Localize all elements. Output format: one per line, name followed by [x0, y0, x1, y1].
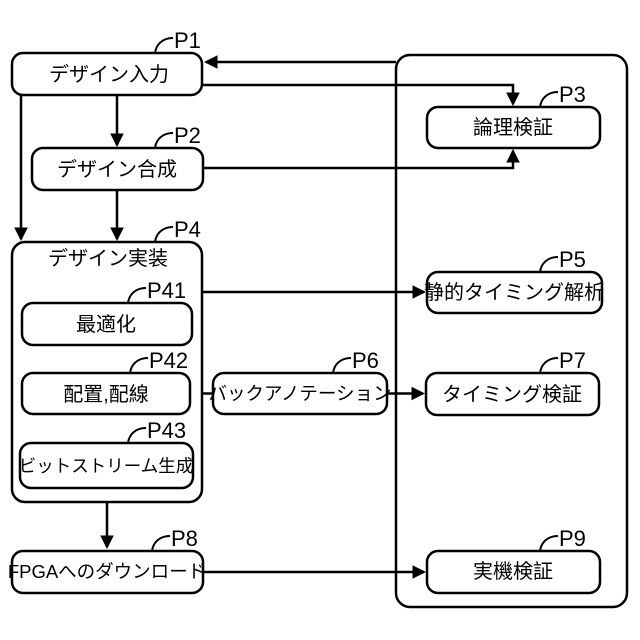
node-p1-label: デザイン入力: [49, 63, 169, 86]
ref-p3: P3: [539, 82, 586, 108]
ref-p3-text: P3: [559, 82, 586, 107]
ref-p4-text: P4: [174, 217, 201, 242]
ref-p5-leader: [539, 256, 559, 273]
ref-p41-text: P41: [147, 278, 186, 303]
ref-p7: P7: [539, 348, 586, 374]
node-p7-label: タイミング検証: [442, 383, 582, 406]
node-p3-box: [425, 105, 602, 150]
node-p9: 実機検証: [425, 549, 602, 595]
node-p1-box: [10, 51, 204, 97]
ref-p1-text: P1: [174, 28, 201, 53]
node-p6-label: バックアノテーション: [209, 383, 392, 404]
node-p9-label: 実機検証: [473, 560, 553, 583]
node-p8-box: [10, 549, 205, 595]
node-p2: デザイン合成: [30, 146, 205, 192]
node-p8-label: FPGAへのダウンロード: [8, 561, 206, 582]
ref-p42-text: P42: [149, 348, 188, 373]
ref-p6-text: P6: [352, 348, 379, 373]
ref-p5-text: P5: [559, 247, 586, 272]
edge-p2-p3: [204, 148, 520, 170]
ref-p2: P2: [154, 123, 201, 149]
ref-p3-leader: [539, 91, 559, 108]
ref-p42-leader: [129, 357, 149, 374]
verification-group-box: [394, 53, 629, 609]
edge-p1-p3: [203, 83, 520, 107]
ref-p1-leader: [154, 37, 174, 54]
ref-p8-leader: [151, 535, 171, 552]
ref-p43-text: P43: [147, 418, 186, 443]
ref-p2-leader: [154, 132, 174, 149]
ref-p42: P42: [129, 348, 188, 374]
ref-p5: P5: [539, 247, 586, 273]
node-p42-box: [20, 371, 192, 416]
ref-p9-text: P9: [559, 526, 586, 551]
node-p6: バックアノテーション: [209, 371, 392, 416]
ref-p2-text: P2: [174, 123, 201, 148]
node-p3: 論理検証: [425, 105, 602, 150]
node-p42: 配置,配線: [20, 371, 192, 416]
ref-p41-leader: [127, 287, 147, 304]
flow-edges: [14, 55, 520, 579]
node-p43-box: [18, 441, 195, 490]
node-p41-box: [20, 301, 194, 347]
node-p3-label: 論理検証: [473, 116, 553, 139]
ref-p6-leader: [332, 357, 352, 374]
node-p5-box: [425, 270, 604, 315]
ref-p4: P4: [154, 217, 201, 243]
ref-p1: P1: [154, 28, 201, 54]
ref-p4-leader: [154, 226, 174, 243]
node-p6-box: [211, 371, 389, 416]
node-p2-box: [30, 146, 205, 192]
node-p43-label: ビットストリーム生成: [19, 456, 193, 476]
node-p41: 最適化: [20, 301, 194, 347]
node-p1: デザイン入力: [10, 51, 204, 97]
ref-p41: P41: [127, 278, 186, 304]
ref-p7-leader: [539, 357, 559, 374]
ref-p7-text: P7: [559, 348, 586, 373]
ref-p43: P43: [127, 418, 186, 444]
ref-p8: P8: [151, 526, 198, 552]
node-p5: 静的タイミング解析: [424, 270, 604, 315]
node-p42-label: 配置,配線: [63, 383, 149, 406]
ref-p9-leader: [539, 535, 559, 552]
ref-p9: P9: [539, 526, 586, 552]
node-p4-label: デザイン実装: [48, 247, 168, 270]
node-p7-box: [424, 371, 601, 417]
ref-p8-text: P8: [171, 526, 198, 551]
ref-p43-leader: [127, 427, 147, 444]
node-p43: ビットストリーム生成: [18, 441, 195, 490]
node-p7: タイミング検証: [424, 371, 601, 417]
node-p8: FPGAへのダウンロード: [8, 549, 206, 595]
node-p2-label: デザイン合成: [57, 158, 177, 181]
node-p9-box: [425, 549, 602, 595]
node-p5-label: 静的タイミング解析: [424, 281, 604, 304]
ref-p6: P6: [332, 348, 379, 374]
node-p41-label: 最適化: [76, 313, 136, 336]
